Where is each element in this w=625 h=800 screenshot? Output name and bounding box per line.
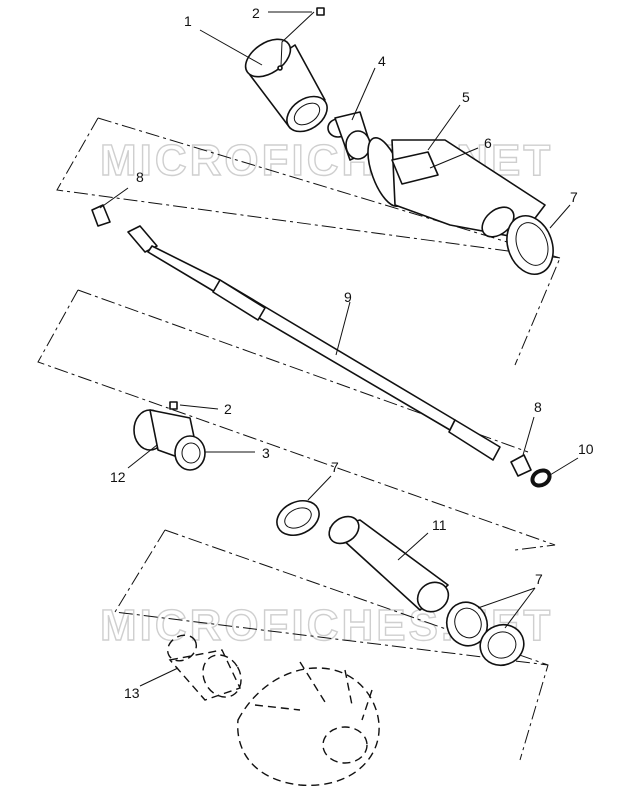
callout-5: 5 [462,89,470,105]
part-clamp-upper [506,215,554,275]
callout-13: 13 [124,685,140,701]
callout-2-middle: 2 [224,401,232,417]
callout-1: 1 [184,13,192,29]
impeller-reference [237,661,380,786]
part-shaft-tube [328,515,450,613]
callout-4: 4 [378,53,386,69]
part-clamp-lower-b [479,623,525,667]
callout-7-lower: 7 [535,571,543,587]
callout-12: 12 [110,469,126,485]
part-o-ring [530,468,552,488]
part-coupler [133,409,206,471]
callout-2-top: 2 [252,5,260,21]
callout-8-upper: 8 [136,169,144,185]
callout-10: 10 [578,441,594,457]
part-set-screw-middle [169,401,178,410]
callouts: 1 2 4 5 6 7 8 9 2 3 12 8 10 7 11 7 13 [110,5,594,701]
callout-7-middle: 7 [331,459,339,475]
callout-8-lower: 8 [534,399,542,415]
part-housing-cylinder [244,38,328,133]
callout-6: 6 [484,135,492,151]
leader-lines [99,11,579,687]
part-hub-reference [166,634,242,701]
part-bushing-upper [91,204,111,227]
part-boot-seal [327,111,373,161]
part-label [391,151,439,185]
part-bushing-lower [510,454,532,477]
part-clamp-lower-a [445,601,489,647]
part-set-screw-top [316,7,325,16]
callout-3: 3 [262,445,270,461]
callout-9: 9 [344,289,352,305]
part-drive-shaft [127,225,501,461]
part-clamp-middle [276,499,320,537]
callout-11: 11 [432,517,447,533]
callout-7-upper: 7 [570,189,578,205]
